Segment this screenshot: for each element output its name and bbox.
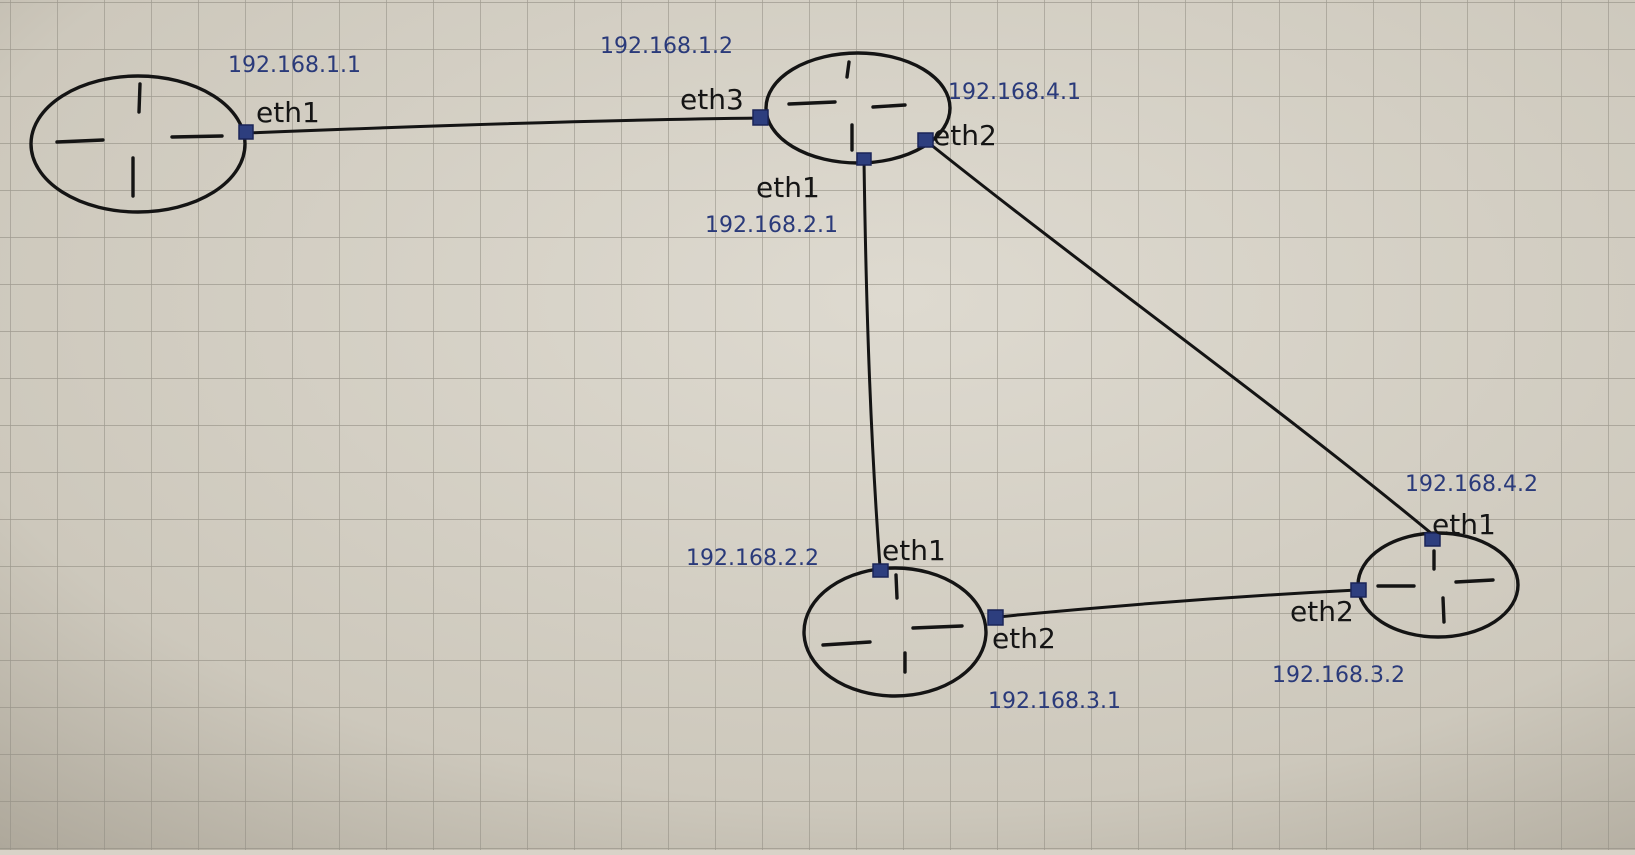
router-r-bottom <box>802 566 988 698</box>
router-r-left <box>29 74 247 214</box>
interface-label-top-eth3: eth3 <box>680 83 744 116</box>
router-mark <box>845 60 851 79</box>
port-right-eth1 <box>1424 532 1441 547</box>
port-right-eth2 <box>1350 582 1367 598</box>
interface-label-left-eth1: eth1 <box>256 96 320 129</box>
ip-label-top-eth1: 192.168.2.1 <box>705 213 838 238</box>
router-body <box>29 74 247 214</box>
interface-label-top-eth1: eth1 <box>756 171 820 204</box>
port-top-eth2 <box>917 132 934 148</box>
ip-label-bottom-eth2: 192.168.3.1 <box>988 689 1121 714</box>
router-mark <box>894 573 899 600</box>
ip-label-right-eth2: 192.168.3.2 <box>1272 663 1405 688</box>
router-mark <box>137 82 142 114</box>
link-r-left-r-top <box>245 116 764 135</box>
interface-label-right-eth2: eth2 <box>1290 595 1354 628</box>
interface-label-bottom-eth1: eth1 <box>882 534 946 567</box>
port-bottom-eth1 <box>872 563 889 578</box>
ip-label-top-eth3: 192.168.1.2 <box>600 34 733 59</box>
link-r-bottom-r-right <box>995 588 1359 619</box>
ip-label-bottom-eth1: 192.168.2.2 <box>686 546 819 571</box>
interface-label-bottom-eth2: eth2 <box>992 622 1056 655</box>
link-r-top-r-right <box>923 138 1439 540</box>
router-body <box>802 566 988 698</box>
router-mark <box>1454 578 1495 584</box>
interface-label-top-eth2: eth2 <box>933 119 997 152</box>
ip-label-left-eth1: 192.168.1.1 <box>228 53 361 78</box>
ports <box>238 109 1441 626</box>
port-top-eth3 <box>752 109 769 126</box>
links <box>245 116 1439 619</box>
ip-label-right-eth1: 192.168.4.2 <box>1405 472 1538 497</box>
router-mark <box>55 138 105 144</box>
router-mark <box>787 100 837 106</box>
port-top-eth1 <box>856 152 872 166</box>
link-r-top-r-bottom <box>862 158 882 569</box>
router-mark <box>821 640 872 647</box>
port-left-eth1 <box>238 124 254 140</box>
interface-label-right-eth1: eth1 <box>1432 508 1496 541</box>
router-mark <box>170 134 224 139</box>
port-bottom-eth2 <box>987 609 1004 626</box>
router-mark <box>871 103 907 109</box>
router-mark <box>1441 596 1446 624</box>
ip-label-top-eth2: 192.168.4.1 <box>948 80 1081 105</box>
router-mark <box>911 624 964 630</box>
